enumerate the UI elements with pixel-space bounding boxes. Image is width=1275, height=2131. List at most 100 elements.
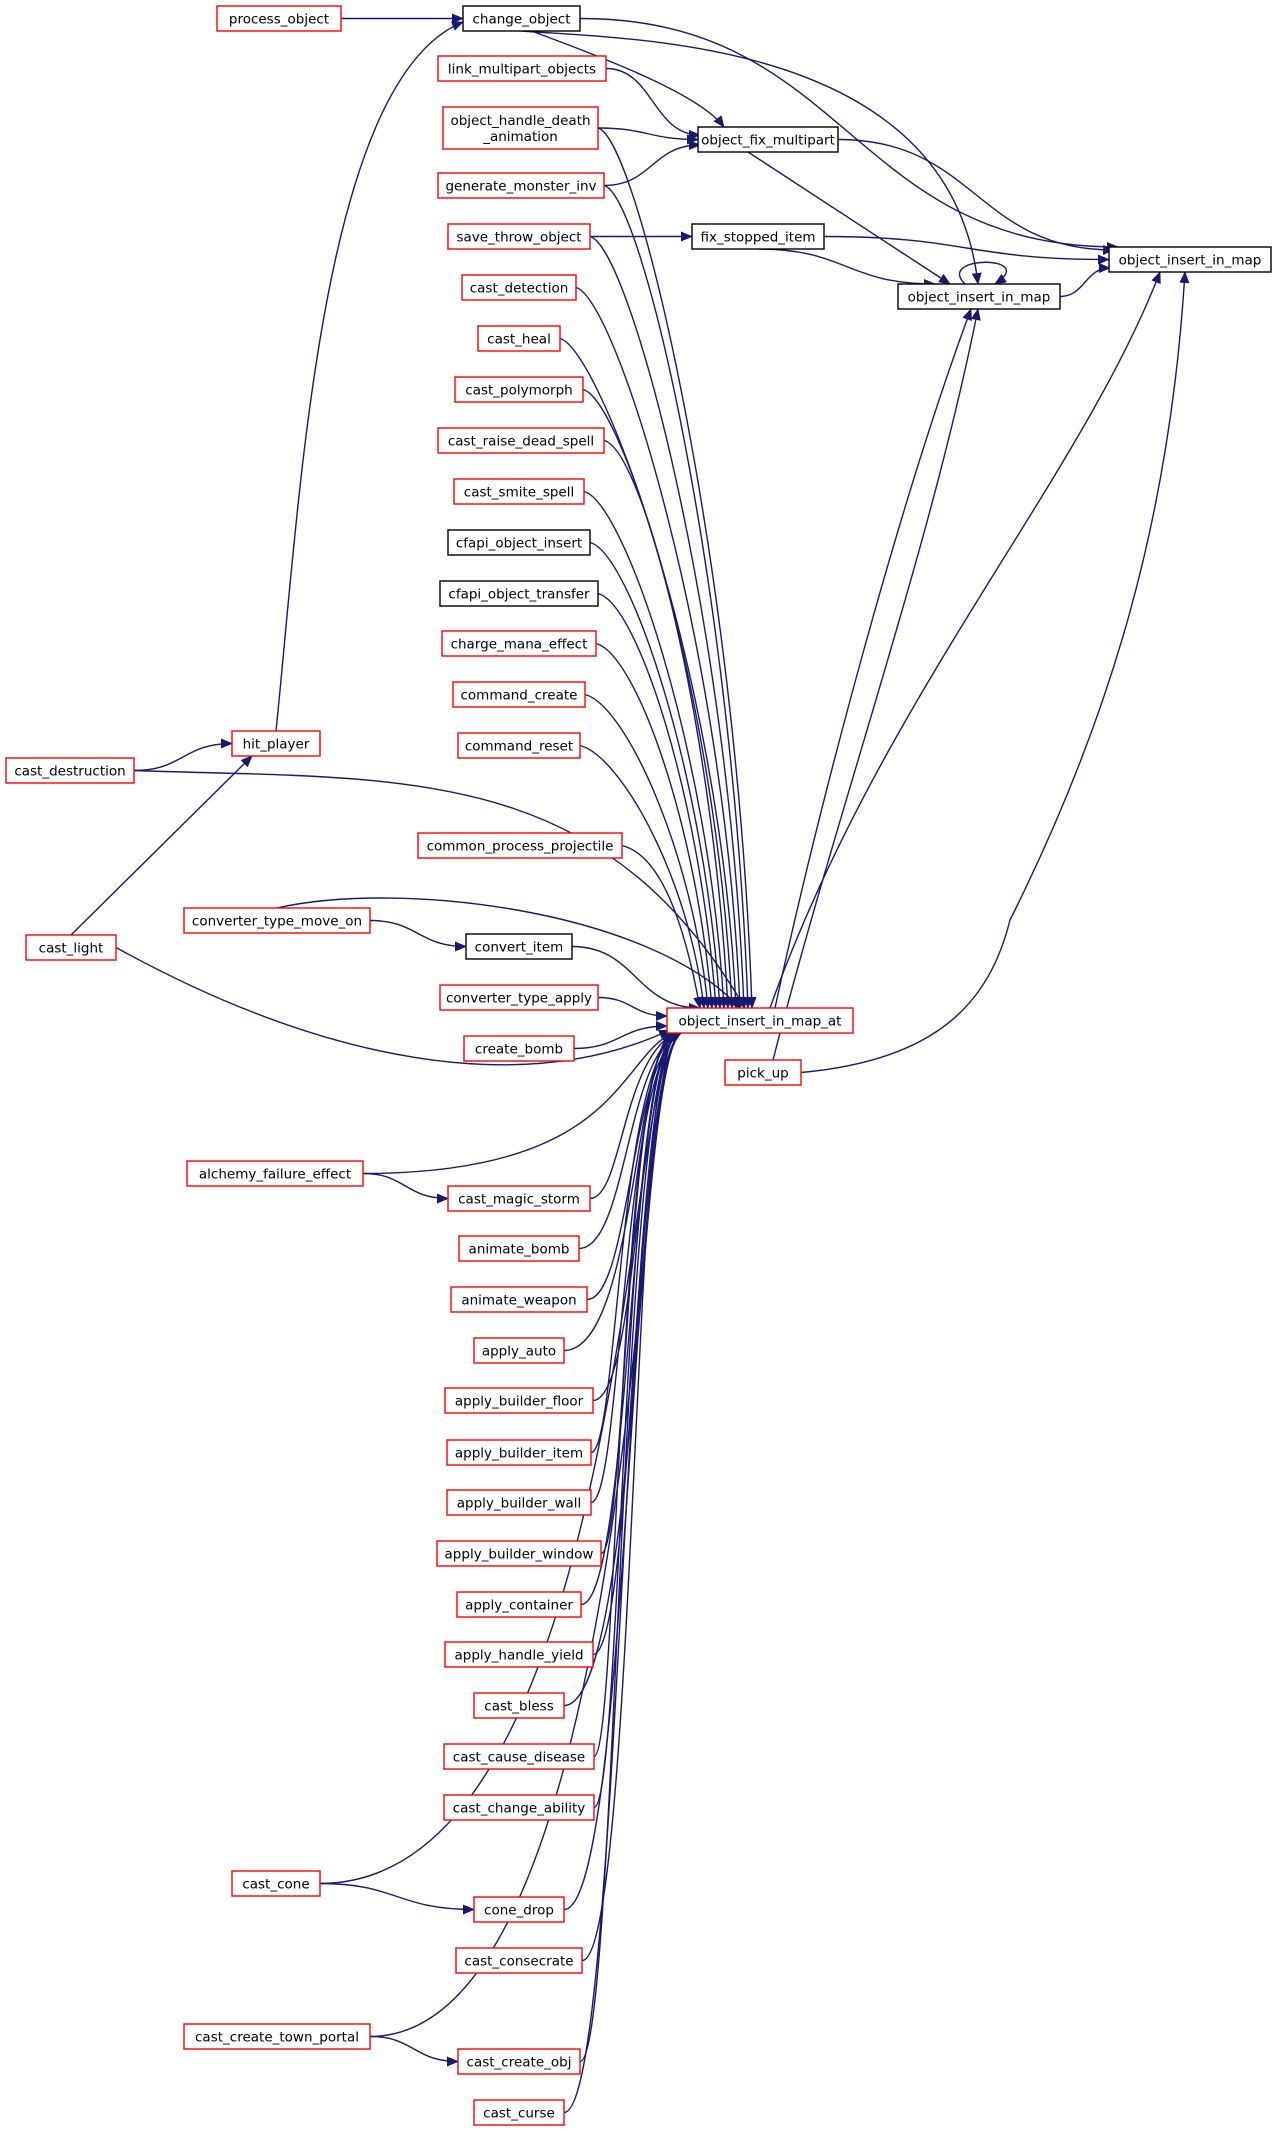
node-cast-magic-storm[interactable]: cast_magic_storm bbox=[447, 1185, 591, 1212]
node-label: cast_bless bbox=[484, 1699, 553, 1715]
edge-cfapi_object_insert-to-insert-at bbox=[589, 541, 725, 1009]
node-cast-cone[interactable]: cast_cone bbox=[231, 1870, 321, 1897]
edge-common_process_projectile-to-insert-at bbox=[621, 844, 703, 1009]
node-box bbox=[436, 1540, 602, 1567]
node-charge-mana-effect[interactable]: charge_mana_effect bbox=[441, 630, 597, 657]
node-cast-light[interactable]: cast_light bbox=[25, 934, 117, 961]
node-label: apply_handle_yield bbox=[454, 1648, 583, 1664]
node-label: object_handle_death bbox=[450, 113, 590, 129]
node-cast-detection[interactable]: cast_detection bbox=[461, 274, 577, 301]
node-converter-type-move-on[interactable]: converter_type_move_on bbox=[183, 907, 371, 934]
node-generate-monster-inv[interactable]: generate_monster_inv bbox=[437, 172, 605, 199]
node-label: create_bomb bbox=[475, 1042, 563, 1058]
node-cast-destruction[interactable]: cast_destruction bbox=[5, 757, 135, 784]
node-box bbox=[446, 1439, 592, 1466]
edge-cast-light-to-hit-player bbox=[70, 755, 253, 936]
node-command-reset[interactable]: command_reset bbox=[457, 732, 581, 759]
node-box bbox=[457, 2048, 581, 2075]
node-cast-create-town-portal[interactable]: cast_create_town_portal bbox=[183, 2023, 371, 2050]
node-label: cast_consecrate bbox=[464, 1954, 573, 1970]
node-cast-change-ability[interactable]: cast_change_ability bbox=[443, 1794, 595, 1821]
node-apply-container[interactable]: apply_container bbox=[456, 1591, 582, 1618]
node-process-object[interactable]: process_object bbox=[216, 5, 342, 32]
node-hit-player[interactable]: hit_player bbox=[231, 730, 321, 757]
edge-cast-light-to-insert-at bbox=[115, 946, 671, 1066]
node-box bbox=[691, 223, 825, 250]
node-label: cast_create_obj bbox=[467, 2055, 572, 2071]
node-label: save_throw_object bbox=[456, 230, 581, 246]
edge-alchemy_failure_effect-to-insert-at bbox=[362, 1032, 673, 1175]
node-box bbox=[452, 681, 586, 708]
edge-death-animation-to-fix bbox=[597, 127, 699, 145]
node-fix-stopped-item: fix_stopped_item bbox=[691, 223, 825, 250]
node-cast-create-obj[interactable]: cast_create_obj bbox=[457, 2048, 581, 2075]
node-cast-bless[interactable]: cast_bless bbox=[473, 1692, 565, 1719]
edge-move-on-to-insert-at bbox=[276, 897, 741, 1009]
node-box bbox=[444, 1387, 594, 1414]
edge-insert-in-map-self-loop bbox=[958, 261, 1007, 285]
node-cast-consecrate[interactable]: cast_consecrate bbox=[455, 1947, 583, 1974]
node-apply-auto[interactable]: apply_auto bbox=[473, 1337, 565, 1364]
node-label: apply_auto bbox=[482, 1344, 556, 1360]
edge-cast_cause_disease-to-insert-at bbox=[593, 1032, 673, 1758]
node-label: cast_destruction bbox=[14, 764, 125, 780]
node-common-process-projectile[interactable]: common_process_projectile bbox=[417, 832, 623, 859]
node-label: cone_drop bbox=[484, 1903, 554, 1919]
node-box bbox=[461, 274, 577, 301]
node-box bbox=[437, 427, 605, 454]
edge-change-object-to-insert-in-map bbox=[521, 30, 982, 285]
edge-fix-stopped-item-to-insert-in-map bbox=[757, 248, 936, 289]
node-apply-handle-yield[interactable]: apply_handle_yield bbox=[444, 1641, 594, 1668]
node-box bbox=[186, 1160, 364, 1187]
node-box bbox=[697, 126, 839, 153]
node-label: cast_change_ability bbox=[453, 1801, 586, 1817]
edge-alchemy-to-magic-storm bbox=[362, 1172, 449, 1204]
node-label: generate_monster_inv bbox=[445, 179, 596, 195]
node-apply-builder-item[interactable]: apply_builder_item bbox=[446, 1439, 592, 1466]
node-box bbox=[450, 1286, 588, 1313]
node-cast-smite-spell[interactable]: cast_smite_spell bbox=[453, 478, 585, 505]
node-create-bomb[interactable]: create_bomb bbox=[463, 1035, 575, 1062]
node-cone-drop[interactable]: cone_drop bbox=[473, 1896, 565, 1923]
node-box bbox=[465, 933, 573, 960]
node-label: object_fix_multipart bbox=[701, 133, 835, 149]
node-box bbox=[454, 376, 584, 403]
node-cast-heal[interactable]: cast_heal bbox=[477, 325, 561, 352]
node-box bbox=[473, 2099, 565, 2126]
node-object-insert-in-map-at[interactable]: object_insert_in_map_at bbox=[666, 1007, 854, 1034]
node-object-insert-in-map: object_insert_in_map bbox=[897, 283, 1061, 310]
edge-insert-in-map-to-focus bbox=[1059, 263, 1111, 298]
node-label: cast_light bbox=[39, 941, 104, 957]
node-alchemy-failure-effect[interactable]: alchemy_failure_effect bbox=[186, 1160, 364, 1187]
edge-insert-at-to-focus bbox=[769, 271, 1161, 1009]
node-label: converter_type_apply bbox=[446, 991, 592, 1007]
node-label: object_insert_in_map_at bbox=[679, 1014, 842, 1030]
node-command-create[interactable]: command_create bbox=[452, 681, 586, 708]
node-cast-cause-disease[interactable]: cast_cause_disease bbox=[443, 1743, 595, 1770]
node-cast-raise-dead-spell[interactable]: cast_raise_dead_spell bbox=[437, 427, 605, 454]
node-object-handle-death-animation[interactable]: object_handle_death_animation bbox=[442, 106, 599, 150]
node-label: cast_polymorph bbox=[465, 383, 572, 399]
edge-town-portal-to-create-obj bbox=[369, 2035, 459, 2067]
node-apply-builder-wall[interactable]: apply_builder_wall bbox=[446, 1489, 592, 1516]
node-label: apply_builder_wall bbox=[457, 1496, 582, 1512]
node-pick-up[interactable]: pick_up bbox=[724, 1059, 802, 1086]
node-cast-polymorph[interactable]: cast_polymorph bbox=[454, 376, 584, 403]
node-save-throw-object[interactable]: save_throw_object bbox=[447, 223, 591, 250]
node-label: apply_builder_window bbox=[445, 1547, 594, 1563]
node-box bbox=[439, 984, 599, 1011]
node-apply-builder-window[interactable]: apply_builder_window bbox=[436, 1540, 602, 1567]
node-box bbox=[183, 2023, 371, 2050]
edge-fix-multipart-to-focus bbox=[837, 138, 1115, 255]
node-animate-bomb[interactable]: animate_bomb bbox=[458, 1235, 580, 1262]
node-box bbox=[25, 934, 117, 961]
node-animate-weapon[interactable]: animate_weapon bbox=[450, 1286, 588, 1313]
node-box bbox=[458, 1235, 580, 1262]
node-link-multipart-objects[interactable]: link_multipart_objects bbox=[437, 55, 607, 82]
node-cast-curse[interactable]: cast_curse bbox=[473, 2099, 565, 2126]
node-converter-type-apply[interactable]: converter_type_apply bbox=[439, 984, 599, 1011]
edge-hit-player-to-change-object bbox=[275, 21, 464, 732]
node-apply-builder-floor[interactable]: apply_builder_floor bbox=[444, 1387, 594, 1414]
